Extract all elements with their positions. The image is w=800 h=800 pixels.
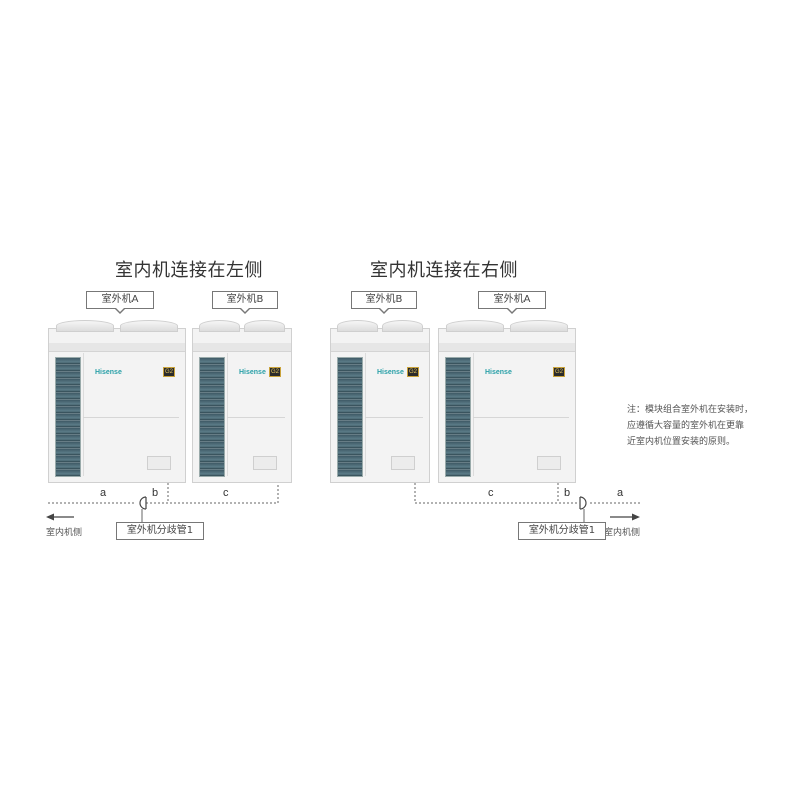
left-indoor-side-label: 室内机侧 <box>46 528 83 538</box>
note-line-2: 应遵循大容量的室外机在更靠 <box>627 421 745 431</box>
right-unit-b-callout: 室外机B <box>351 291 417 314</box>
left-branch-callout: 室外机分歧管1 <box>116 522 204 540</box>
left-outdoor-unit-a: Hisense G2 <box>48 320 186 483</box>
brand-logo: Hisense <box>485 369 512 376</box>
left-branch-label: 室外机分歧管1 <box>126 525 194 536</box>
right-pipe-a-label: a <box>617 487 624 499</box>
right-pipe-c <box>414 483 578 504</box>
right-branch-joint <box>579 496 587 510</box>
left-unit-a-label: 室外机A <box>101 294 139 305</box>
brand-logo: Hisense <box>95 369 122 376</box>
left-unit-b-label: 室外机B <box>226 294 264 305</box>
right-arrow-icon <box>610 513 640 521</box>
g2-badge: G2 <box>163 367 175 377</box>
right-unit-a-callout: 室外机A <box>478 291 546 314</box>
brand-logo: Hisense <box>239 369 266 376</box>
right-outdoor-unit-b: Hisense G2 <box>330 320 430 483</box>
right-unit-b-label: 室外机B <box>365 294 403 305</box>
note-line-3: 近室内机位置安装的原则。 <box>627 437 736 447</box>
left-arrow-icon <box>46 513 74 521</box>
right-pipe-b-label: b <box>564 487 571 499</box>
note-line-1: 注：模块组合室外机在安装时， <box>627 405 754 415</box>
right-pipe-c-label: c <box>488 487 494 499</box>
brand-logo: Hisense <box>377 369 404 376</box>
right-branch-callout: 室外机分歧管1 <box>518 522 606 540</box>
g2-badge: G2 <box>269 367 281 377</box>
left-outdoor-unit-b: Hisense G2 <box>192 320 292 483</box>
right-unit-a-label: 室外机A <box>493 294 531 305</box>
left-pipe-c <box>146 483 279 504</box>
left-pipe-b-label: b <box>152 487 159 499</box>
right-config-title: 室内机连接在右侧 <box>370 260 518 281</box>
left-pipe-a-label: a <box>100 487 107 499</box>
left-branch-joint <box>139 496 147 510</box>
right-indoor-side-label: 室内机侧 <box>604 528 641 538</box>
installation-note: 注：模块组合室外机在安装时， 应遵循大容量的室外机在更靠 近室内机位置安装的原则… <box>627 402 777 450</box>
right-outdoor-unit-a: Hisense G2 <box>438 320 576 483</box>
left-pipe-c-label: c <box>223 487 229 499</box>
g2-badge: G2 <box>553 367 565 377</box>
g2-badge: G2 <box>407 367 419 377</box>
left-unit-a-callout: 室外机A <box>86 291 154 314</box>
left-unit-b-callout: 室外机B <box>212 291 278 314</box>
right-branch-label: 室外机分歧管1 <box>528 525 596 536</box>
left-config-title: 室内机连接在左侧 <box>115 260 263 281</box>
